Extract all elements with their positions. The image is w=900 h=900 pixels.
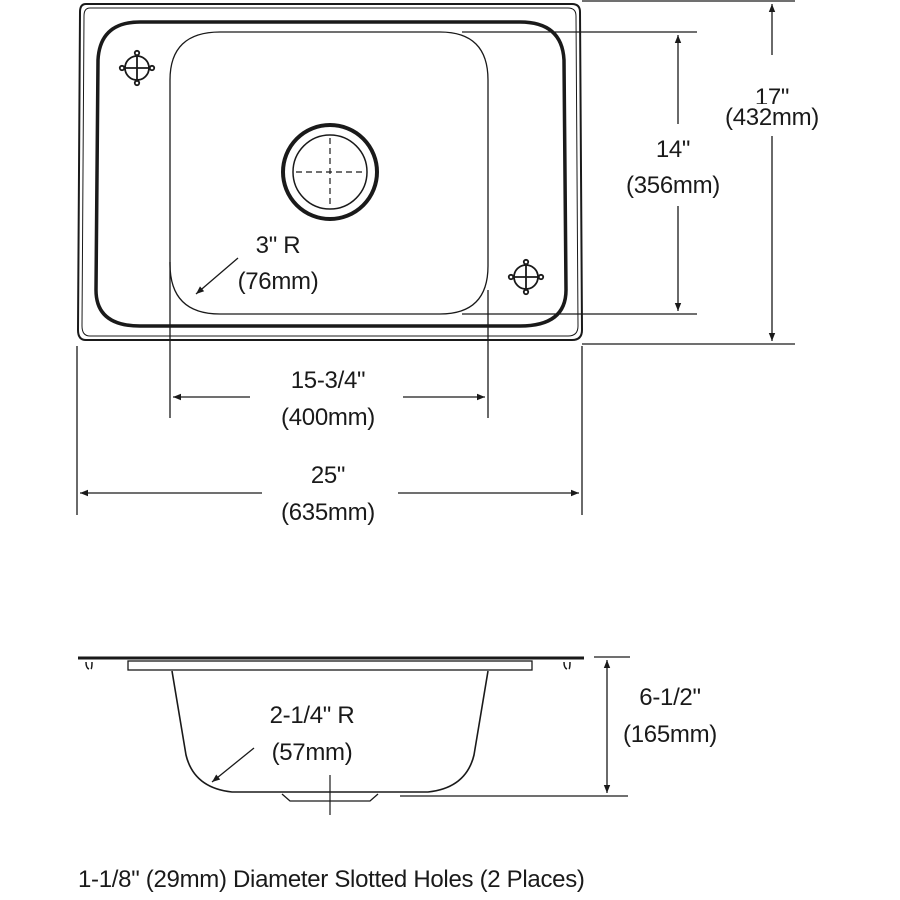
bowl-width-metric: (356mm): [626, 172, 720, 200]
dimension-lines: [76, 0, 795, 515]
bottom-radius-imperial: 2-1/4" R: [269, 702, 355, 729]
drain-outer: [281, 123, 379, 221]
bowl-outline: [169, 31, 489, 315]
bowl-length-metric: (400mm): [281, 404, 375, 431]
side-view: [78, 656, 630, 815]
depth-metric: (165mm): [623, 721, 717, 748]
bowl-length-imperial: 15-3/4": [290, 367, 366, 394]
depth-imperial: 6-1/2": [639, 684, 701, 711]
overall-length-metric: (635mm): [281, 499, 375, 526]
corner-radius-imperial: 3" R: [255, 232, 301, 259]
bowl-profile: [171, 670, 489, 793]
drain-inner: [292, 134, 368, 210]
top-view: [76, 3, 584, 341]
faucet-hole-right-icon: [507, 258, 545, 296]
faucet-hole-left-icon: [118, 49, 156, 87]
outer-rim: [76, 3, 584, 341]
overall-length-imperial: 25": [310, 462, 346, 489]
bottom-radius-metric: (57mm): [271, 739, 353, 766]
overall-width-metric: (432mm): [725, 104, 819, 132]
corner-radius-metric: (76mm): [237, 268, 319, 295]
bowl-width-imperial: 14": [655, 136, 691, 164]
deck-line: [94, 20, 568, 328]
footnote: 1-1/8" (29mm) Diameter Slotted Holes (2 …: [78, 866, 585, 893]
